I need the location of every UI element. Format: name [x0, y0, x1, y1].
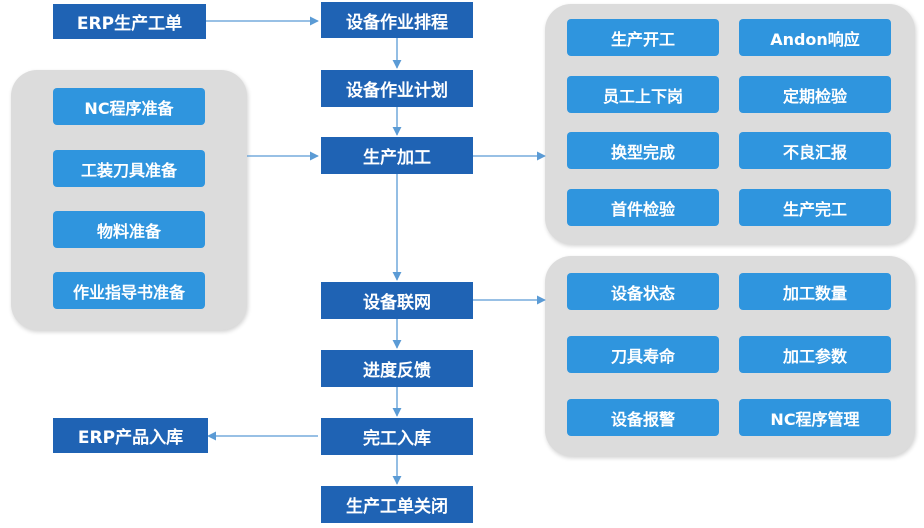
prep-item-work-instruction: 作业指导书准备 — [53, 272, 205, 309]
event-production-start: 生产开工 — [567, 19, 719, 56]
network-processing-parameters: 加工参数 — [739, 336, 891, 373]
network-device-alarm: 设备报警 — [567, 399, 719, 436]
event-andon-response: Andon响应 — [739, 19, 891, 56]
flow-step-network: 设备联网 — [321, 282, 473, 319]
event-production-complete: 生产完工 — [739, 189, 891, 226]
network-tool-life: 刀具寿命 — [567, 336, 719, 373]
prep-item-nc-program: NC程序准备 — [53, 88, 205, 125]
erp-production-order-box: ERP生产工单 — [53, 4, 206, 39]
event-staff-on-off-duty: 员工上下岗 — [567, 76, 719, 113]
prep-item-tooling: 工装刀具准备 — [53, 150, 205, 187]
network-device-status: 设备状态 — [567, 273, 719, 310]
flow-step-plan: 设备作业计划 — [321, 70, 473, 107]
flow-step-storage: 完工入库 — [321, 418, 473, 455]
event-periodic-inspection: 定期检验 — [739, 76, 891, 113]
network-nc-program-management: NC程序管理 — [739, 399, 891, 436]
event-first-article-inspection: 首件检验 — [567, 189, 719, 226]
network-processing-quantity: 加工数量 — [739, 273, 891, 310]
flow-step-processing: 生产加工 — [321, 137, 473, 174]
event-defect-report: 不良汇报 — [739, 132, 891, 169]
erp-product-storage-box: ERP产品入库 — [53, 418, 208, 453]
event-changeover-complete: 换型完成 — [567, 132, 719, 169]
flow-step-close: 生产工单关闭 — [321, 486, 473, 523]
flow-step-schedule: 设备作业排程 — [321, 2, 473, 38]
flow-step-feedback: 进度反馈 — [321, 350, 473, 387]
prep-item-material: 物料准备 — [53, 211, 205, 248]
